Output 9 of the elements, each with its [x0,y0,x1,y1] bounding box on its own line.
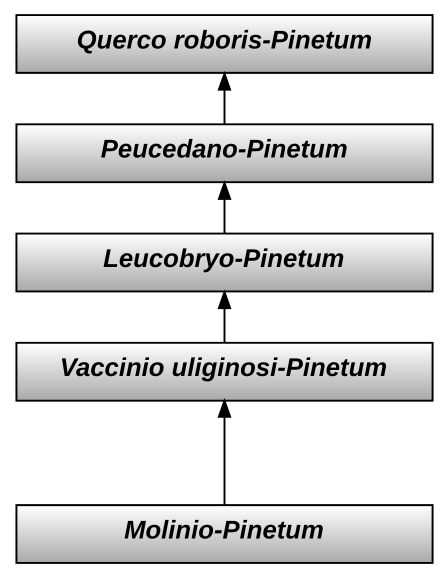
node-box: Vaccinio uliginosi-Pinetum [14,342,434,402]
arrow [217,398,231,505]
arrow [217,70,231,124]
arrow [217,289,231,342]
node-box: Leucobryo-Pinetum [14,232,434,292]
node-box: Querco roboris-Pinetum [14,14,434,74]
arrow [217,180,231,234]
node-box: Peucedano-Pinetum [14,123,434,184]
node-box: Molinio-Pinetum [14,504,434,564]
